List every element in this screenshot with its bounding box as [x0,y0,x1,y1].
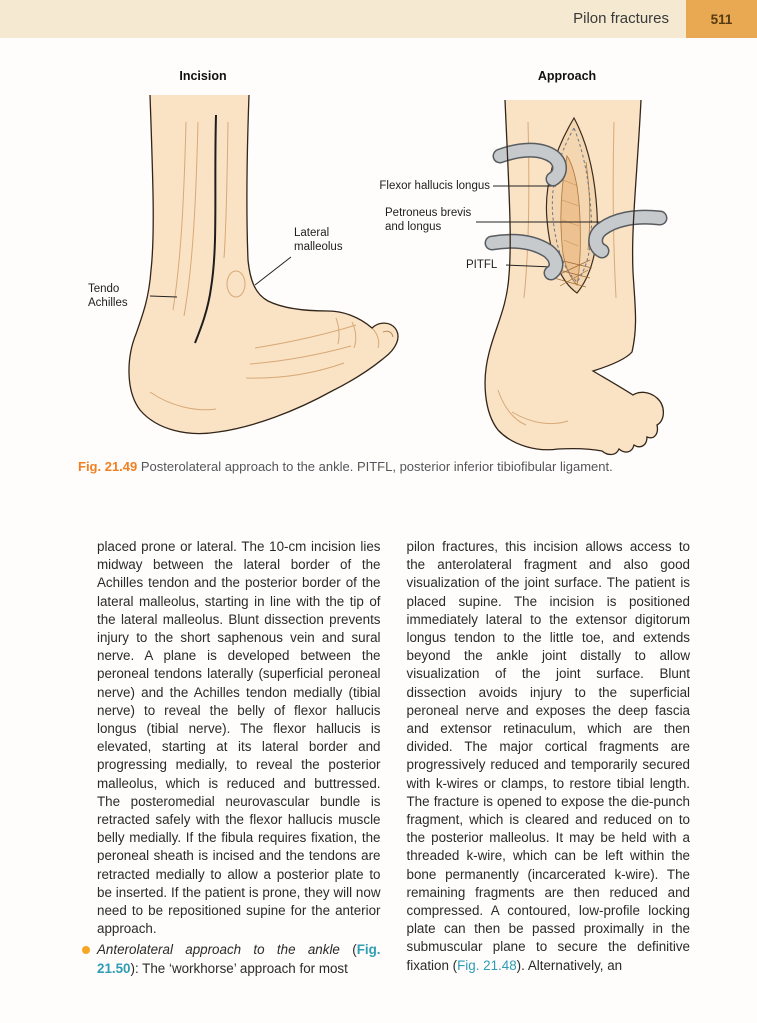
running-head-title: Pilon fractures [573,10,669,27]
ankle-incision-illustration [128,94,399,435]
right-paragraph: pilon fractures, this incision allows ac… [407,538,691,975]
right-paragraph-part1: pilon fractures, this incision allows ac… [406,539,691,973]
retractors [484,142,668,281]
body-text: placed prone or lateral. The 10-cm incis… [82,538,691,978]
figure-ref-21-48: Fig. 21.48 [457,957,517,973]
bullet-list-item: Anterolateral approach to the ankle (Fig… [82,941,381,977]
bullet-after-ref: ): The ‘workhorse’ approach for most [130,960,348,976]
peroneus-brevis-longus-label: Petroneus brevis and longus [385,207,472,234]
lateral-malleolus-label: Lateral malleolus [294,227,343,254]
figure-caption-text: Posterolateral approach to the ankle. PI… [140,459,613,474]
right-paragraph-part2: ). Alternatively, an [516,957,623,973]
ankle-approach-illustration [476,99,668,456]
bullet-lead: Anterolateral approach to the ankle [97,942,340,958]
flexor-hallucis-longus-label: Flexor hallucis longus [379,180,490,192]
right-column: pilon fractures, this incision allows ac… [407,538,691,978]
incision-line [194,114,217,344]
pitfl-label: PITFL [466,259,498,271]
bullet-icon [82,946,90,955]
left-paragraph: placed prone or lateral. The 10-cm incis… [97,539,381,937]
incision-figure-title: Incision [179,69,227,83]
flexor-hallucis-muscle [560,155,581,286]
bullet-paren: ( [339,942,357,958]
leader-lines-left [149,256,292,298]
figure-caption-number: Fig. 21.49 [78,459,138,474]
left-column: placed prone or lateral. The 10-cm incis… [82,538,381,978]
figure-illustrations [128,94,668,456]
leader-lines-right [476,185,650,268]
pitfl-crosshatch [550,257,593,288]
header-band: Pilon fractures 511 [0,0,757,38]
approach-figure-title: Approach [537,69,597,83]
page-number-badge: 511 [686,0,757,38]
figure-ref-21-50: Fig. 21.50 [97,942,381,976]
tendo-achilles-label: Tendo Achilles [88,283,128,310]
figure-caption: Fig. 21.49 Posterolateral approach to th… [78,458,718,476]
wound-opening [545,116,598,294]
